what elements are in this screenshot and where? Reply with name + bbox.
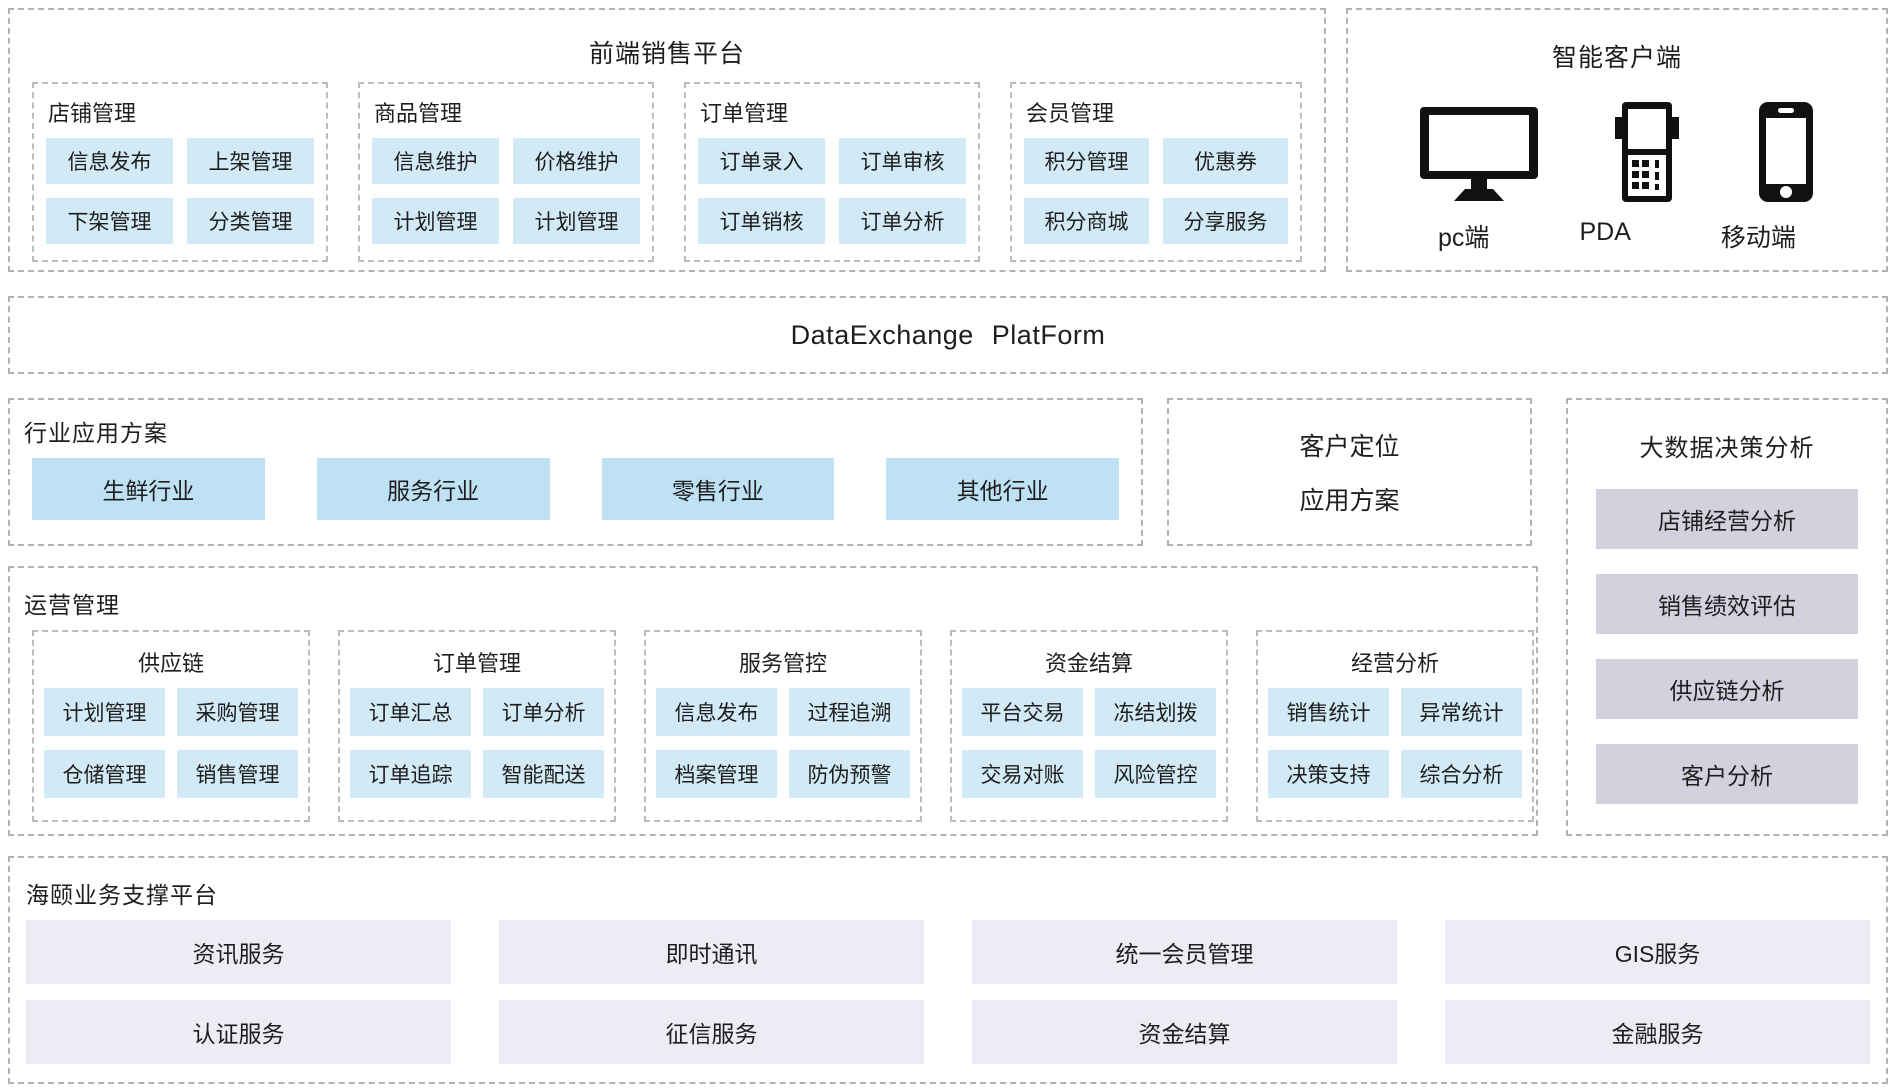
- module-chip: 销售管理: [177, 750, 298, 798]
- supply-chain-group: 供应链 计划管理 采购管理 仓储管理 销售管理: [32, 630, 310, 822]
- member-management-group: 会员管理 积分管理 优惠券 积分商城 分享服务: [1010, 82, 1302, 262]
- customer-positioning-line2: 应用方案: [1299, 487, 1400, 515]
- module-chip: 订单分析: [483, 688, 604, 736]
- module-chip: 积分商城: [1024, 198, 1149, 244]
- group-title: 会员管理: [1026, 101, 1115, 126]
- support-platform-section: 海颐业务支撑平台 资讯服务 即时通讯 统一会员管理 GIS服务 认证服务 征信服…: [8, 856, 1888, 1084]
- module-chip: 优惠券: [1163, 138, 1288, 184]
- group-title: 订单管理: [700, 101, 789, 126]
- analysis-chip: 客户分析: [1596, 744, 1858, 804]
- module-chip: 订单汇总: [350, 688, 471, 736]
- service-chip: 即时通讯: [499, 920, 924, 984]
- module-chip: 订单销核: [698, 198, 825, 244]
- module-chip: 风险管控: [1095, 750, 1216, 798]
- module-chip: 价格维护: [513, 138, 640, 184]
- module-chip: 智能配送: [483, 750, 604, 798]
- device-label-pc: pc端: [1438, 224, 1490, 252]
- device-label-mobile: 移动端: [1720, 224, 1796, 252]
- module-chip: 平台交易: [962, 688, 1083, 736]
- industry-chip: 服务行业: [316, 458, 550, 520]
- module-chip: 分类管理: [187, 198, 314, 244]
- module-chip: 订单追踪: [350, 750, 471, 798]
- module-chip: 销售统计: [1268, 688, 1389, 736]
- order-management-group: 订单管理 订单录入 订单审核 订单销核 订单分析: [684, 82, 980, 262]
- module-chip: 冻结划拨: [1095, 688, 1216, 736]
- data-exchange-platform-band: DataExchange PlatForm: [8, 296, 1888, 374]
- business-analysis-group: 经营分析 销售统计 异常统计 决策支持 综合分析: [1256, 630, 1534, 822]
- module-chip: 档案管理: [656, 750, 777, 798]
- module-chip: 计划管理: [44, 688, 165, 736]
- module-chip: 信息维护: [372, 138, 499, 184]
- service-chip: 征信服务: [499, 1000, 924, 1064]
- device-label-pda: PDA: [1579, 218, 1631, 246]
- module-chip: 综合分析: [1401, 750, 1522, 798]
- smartphone-icon: [1755, 101, 1817, 208]
- ops-order-management-group: 订单管理 订单汇总 订单分析 订单追踪 智能配送: [338, 630, 616, 822]
- service-chip: 认证服务: [26, 1000, 451, 1064]
- data-exchange-title: DataExchange PlatForm: [790, 319, 1106, 350]
- module-chip: 下架管理: [46, 198, 173, 244]
- group-title: 店铺管理: [48, 101, 137, 126]
- customer-positioning-section: 客户定位 应用方案: [1167, 398, 1532, 546]
- group-title: 供应链: [137, 651, 204, 676]
- group-title: 订单管理: [432, 651, 521, 676]
- module-chip: 信息发布: [656, 688, 777, 736]
- module-chip: 订单分析: [839, 198, 966, 244]
- module-chip: 分享服务: [1163, 198, 1288, 244]
- pda-client: [1609, 101, 1685, 208]
- module-chip: 订单录入: [698, 138, 825, 184]
- service-control-group: 服务管控 信息发布 过程追溯 档案管理 防伪预警: [644, 630, 922, 822]
- industry-chip: 生鲜行业: [32, 458, 265, 520]
- module-chip: 上架管理: [187, 138, 314, 184]
- funds-settlement-group: 资金结算 平台交易 冻结划拨 交易对账 风险管控: [950, 630, 1228, 822]
- module-chip: 计划管理: [513, 198, 640, 244]
- module-chip: 采购管理: [177, 688, 298, 736]
- monitor-icon: [1418, 103, 1540, 208]
- group-title: 经营分析: [1350, 651, 1439, 676]
- service-chip: 金融服务: [1445, 1000, 1870, 1064]
- industry-chip: 零售行业: [601, 458, 835, 520]
- module-chip: 订单审核: [839, 138, 966, 184]
- service-chip: 资讯服务: [26, 920, 451, 984]
- module-chip: 交易对账: [962, 750, 1083, 798]
- industry-solutions-section: 行业应用方案 生鲜行业 服务行业 零售行业 其他行业: [8, 398, 1143, 546]
- service-chip: 资金结算: [972, 1000, 1397, 1064]
- product-management-group: 商品管理 信息维护 价格维护 计划管理 计划管理: [358, 82, 654, 262]
- support-platform-title: 海颐业务支撑平台: [26, 882, 218, 908]
- module-chip: 积分管理: [1024, 138, 1149, 184]
- module-chip: 决策支持: [1268, 750, 1389, 798]
- bigdata-analysis-title: 大数据决策分析: [1639, 435, 1815, 462]
- smart-clients-title: 智能客户端: [1551, 44, 1682, 72]
- pc-client: [1418, 103, 1540, 208]
- bigdata-analysis-section: 大数据决策分析 店铺经营分析 销售绩效评估 供应链分析 客户分析: [1566, 398, 1888, 836]
- module-chip: 仓储管理: [44, 750, 165, 798]
- analysis-chip: 销售绩效评估: [1596, 574, 1858, 634]
- pda-icon: [1609, 101, 1685, 208]
- shop-management-group: 店铺管理 信息发布 上架管理 下架管理 分类管理: [32, 82, 328, 262]
- module-chip: 计划管理: [372, 198, 499, 244]
- service-chip: 统一会员管理: [972, 920, 1397, 984]
- module-chip: 异常统计: [1401, 688, 1522, 736]
- operations-title: 运营管理: [24, 592, 120, 618]
- mobile-client: [1755, 101, 1817, 208]
- analysis-chip: 店铺经营分析: [1596, 489, 1858, 549]
- frontend-platform-title: 前端销售平台: [588, 40, 745, 68]
- industry-solutions-title: 行业应用方案: [24, 420, 168, 446]
- analysis-chip: 供应链分析: [1596, 659, 1858, 719]
- frontend-platform-section: 前端销售平台 店铺管理 信息发布 上架管理 下架管理 分类管理 商品管理 信息维…: [8, 8, 1326, 272]
- operations-section: 运营管理 供应链 计划管理 采购管理 仓储管理 销售管理 订单管理 订单汇总 订…: [8, 566, 1538, 836]
- smart-clients-section: 智能客户端: [1346, 8, 1888, 272]
- group-title: 服务管控: [738, 651, 827, 676]
- customer-positioning-line1: 客户定位: [1299, 433, 1400, 461]
- group-title: 商品管理: [374, 101, 463, 126]
- module-chip: 信息发布: [46, 138, 173, 184]
- module-chip: 防伪预警: [789, 750, 910, 798]
- module-chip: 过程追溯: [789, 688, 910, 736]
- service-chip: GIS服务: [1445, 920, 1870, 984]
- industry-chip: 其他行业: [886, 458, 1119, 520]
- group-title: 资金结算: [1044, 651, 1133, 676]
